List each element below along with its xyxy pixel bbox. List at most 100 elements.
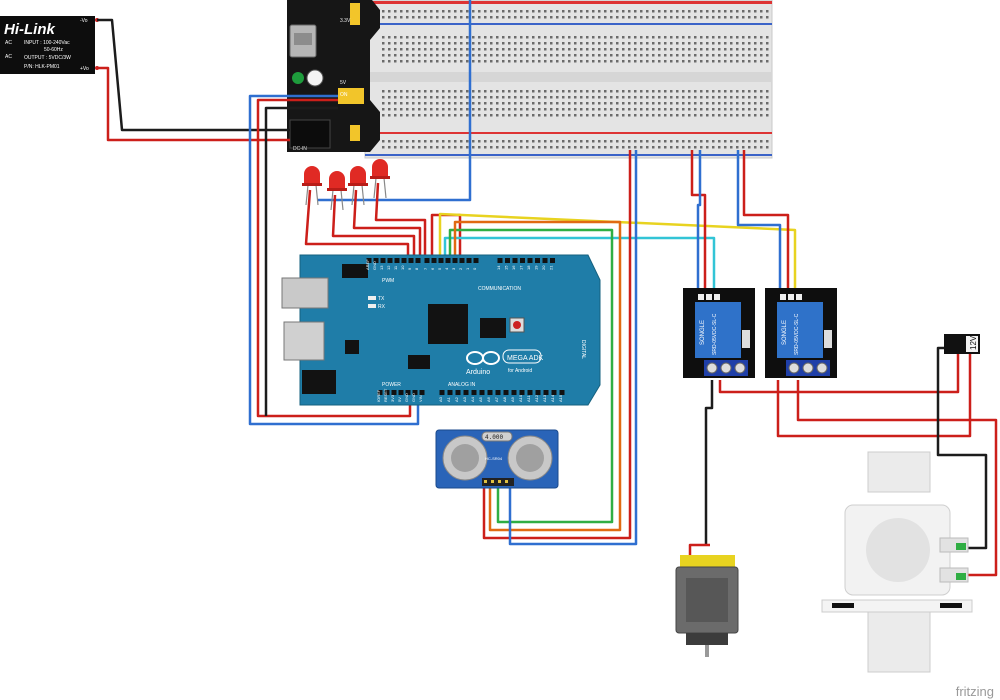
- arduino-brand: Arduino: [466, 369, 490, 376]
- breadboard-hole: [502, 140, 505, 143]
- breadboard-hole: [496, 102, 499, 105]
- breadboard-hole: [748, 114, 751, 117]
- breadboard-hole: [646, 96, 649, 99]
- breadboard-hole: [736, 102, 739, 105]
- breadboard-hole: [448, 102, 451, 105]
- breadboard-holes: [382, 10, 769, 149]
- breadboard-hole: [538, 60, 541, 63]
- digital-header-pin: [380, 258, 386, 263]
- breadboard-hole: [766, 90, 769, 93]
- breadboard-hole: [580, 16, 583, 19]
- breadboard-hole: [586, 108, 589, 111]
- breadboard-hole: [490, 48, 493, 51]
- breadboard-hole: [676, 96, 679, 99]
- dc-in-label: DC-IN: [293, 146, 307, 152]
- breadboard-hole: [586, 10, 589, 13]
- breadboard-hole: [466, 102, 469, 105]
- breadboard-hole: [466, 54, 469, 57]
- breadboard-hole: [388, 90, 391, 93]
- breadboard-hole: [562, 36, 565, 39]
- breadboard-hole: [646, 36, 649, 39]
- breadboard-hole: [598, 42, 601, 45]
- breadboard-hole: [562, 146, 565, 149]
- relay-module-1: SONGLE SRD-05VDC-SL-C: [683, 288, 755, 378]
- breadboard-hole: [412, 54, 415, 57]
- breadboard-hole: [490, 10, 493, 13]
- wire-green: [448, 228, 614, 524]
- breadboard-hole: [598, 60, 601, 63]
- breadboard-hole: [406, 140, 409, 143]
- breadboard-hole: [418, 60, 421, 63]
- led-icon: [348, 166, 368, 206]
- breadboard-hole: [700, 60, 703, 63]
- analog-header-pin: [487, 390, 493, 395]
- breadboard-hole: [484, 60, 487, 63]
- breadboard-hole: [538, 16, 541, 19]
- digital-header-pin: [473, 258, 479, 263]
- breadboard-hole: [562, 48, 565, 51]
- breadboard-hole: [694, 10, 697, 13]
- breadboard-hole: [628, 90, 631, 93]
- breadboard-hole: [742, 146, 745, 149]
- breadboard-hole: [460, 54, 463, 57]
- tx-label: TX: [378, 296, 385, 302]
- breadboard-hole: [688, 10, 691, 13]
- breadboard-hole: [394, 102, 397, 105]
- breadboard-hole: [496, 140, 499, 143]
- digital-header-pin: [415, 258, 421, 263]
- breadboard-hole: [400, 42, 403, 45]
- analog-header-pin: [519, 390, 525, 395]
- digital-header-pin: [401, 258, 407, 263]
- digital-header-label: 4: [444, 267, 449, 270]
- breadboard-hole: [748, 146, 751, 149]
- breadboard-hole: [412, 36, 415, 39]
- breadboard-hole: [634, 90, 637, 93]
- breadboard-hole: [556, 16, 559, 19]
- breadboard-hole: [652, 36, 655, 39]
- breadboard-hole: [472, 54, 475, 57]
- breadboard-hole: [388, 42, 391, 45]
- breadboard-hole: [442, 60, 445, 63]
- breadboard-hole: [634, 146, 637, 149]
- breadboard-hole: [412, 102, 415, 105]
- breadboard-hole: [706, 54, 709, 57]
- analog-header-pin: [447, 390, 453, 395]
- power-header-pin: [412, 390, 418, 395]
- breadboard-hole: [418, 146, 421, 149]
- breadboard-hole: [754, 108, 757, 111]
- breadboard-hole: [580, 90, 583, 93]
- breadboard-hole: [598, 108, 601, 111]
- breadboard-hole: [718, 140, 721, 143]
- breadboard-hole: [616, 146, 619, 149]
- digital-header-pin: [452, 258, 458, 263]
- breadboard-hole: [568, 114, 571, 117]
- breadboard-hole: [622, 16, 625, 19]
- breadboard-hole: [502, 16, 505, 19]
- breadboard-hole: [436, 140, 439, 143]
- breadboard-hole: [628, 146, 631, 149]
- breadboard-hole: [760, 48, 763, 51]
- breadboard-hole: [676, 10, 679, 13]
- digital-header-pin: [366, 258, 372, 263]
- led-icon: [302, 166, 322, 206]
- breadboard-hole: [448, 54, 451, 57]
- breadboard-hole: [448, 60, 451, 63]
- breadboard-hole: [628, 114, 631, 117]
- breadboard-hole: [418, 90, 421, 93]
- breadboard-hole: [448, 48, 451, 51]
- breadboard-hole: [514, 54, 517, 57]
- breadboard-hole: [442, 140, 445, 143]
- breadboard-hole: [430, 16, 433, 19]
- breadboard-hole: [658, 90, 661, 93]
- breadboard-hole: [616, 42, 619, 45]
- analog-header-label: A4: [470, 396, 475, 402]
- breadboard-hole: [712, 60, 715, 63]
- volt-33-label: 3.3V: [340, 18, 351, 24]
- analog-header-label: A3: [462, 396, 467, 402]
- breadboard-hole: [460, 108, 463, 111]
- breadboard-hole: [766, 102, 769, 105]
- breadboard-hole: [532, 114, 535, 117]
- breadboard-hole: [508, 42, 511, 45]
- breadboard-hole: [490, 96, 493, 99]
- breadboard-hole: [634, 102, 637, 105]
